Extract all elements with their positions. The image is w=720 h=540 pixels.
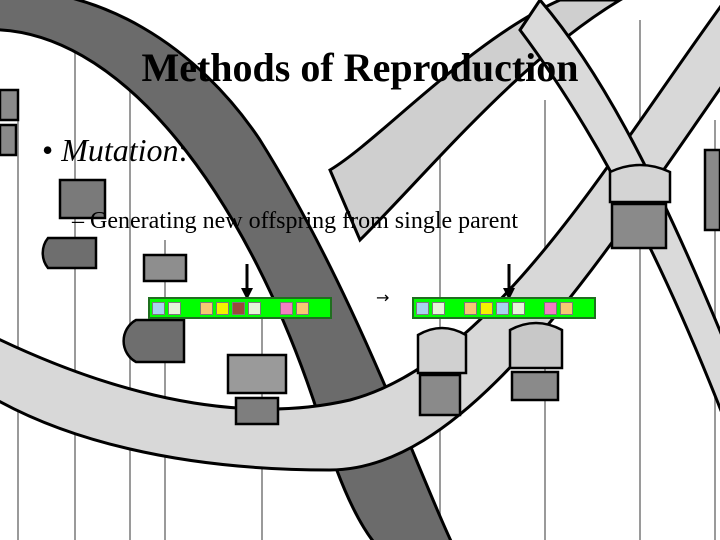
chromosome-offspring (412, 297, 596, 319)
offspring-gene-8 (544, 301, 557, 315)
parent-gene-3 (200, 301, 213, 315)
offspring-gene-0 (416, 301, 429, 315)
bullet-colon: : (178, 132, 188, 168)
chromosome-parent (148, 297, 332, 319)
parent-gene-1 (168, 301, 181, 315)
offspring-gene-3 (464, 301, 477, 315)
bullet-term: Mutation (61, 132, 179, 168)
parent-gene-gap-2 (184, 302, 197, 315)
sub-bullet: – Generating new offspring from single p… (72, 208, 519, 234)
mutation-arrow-before-icon (241, 264, 253, 300)
offspring-gene-4 (480, 301, 493, 315)
offspring-gene-9 (560, 301, 573, 315)
offspring-gene-gap-7 (528, 302, 541, 315)
parent-gene-gap-7 (264, 302, 277, 315)
offspring-gene-6 (512, 301, 525, 315)
slide-title: Methods of Reproduction (141, 45, 579, 90)
offspring-gene-gap-2 (448, 302, 461, 315)
parent-gene-8 (280, 301, 293, 315)
parent-gene-5 (232, 301, 245, 315)
transform-arrow-icon: → (376, 288, 390, 307)
bullet-mutation: • Mutation: (42, 132, 187, 169)
parent-gene-0 (152, 301, 165, 315)
offspring-gene-5 (496, 301, 509, 315)
parent-gene-9 (296, 301, 309, 315)
mutation-arrow-after-icon (503, 264, 515, 300)
bullet-dot: • (42, 132, 62, 168)
parent-gene-4 (216, 301, 229, 315)
parent-gene-6 (248, 301, 261, 315)
offspring-gene-1 (432, 301, 445, 315)
